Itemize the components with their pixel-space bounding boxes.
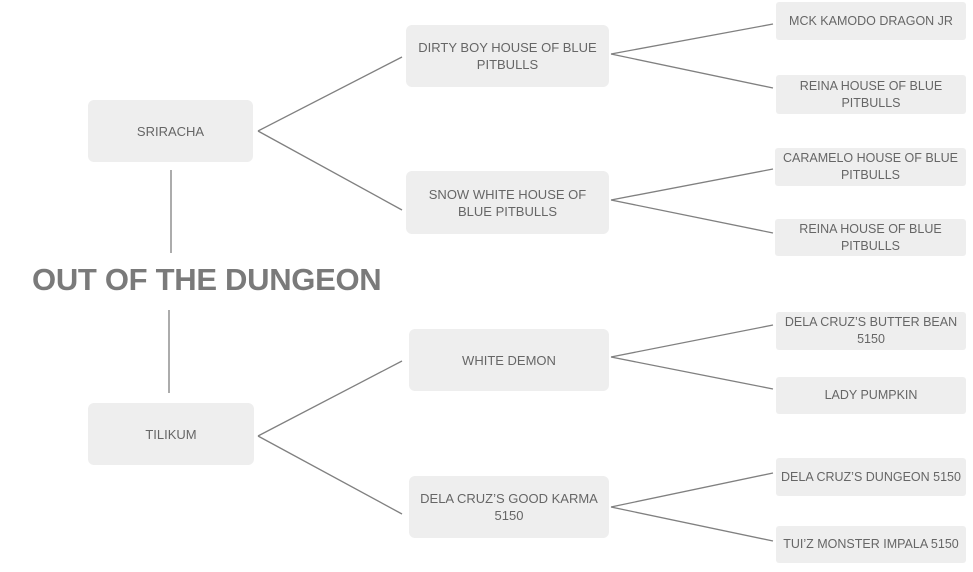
connector-gp4 <box>610 199 774 234</box>
connector-gp7 <box>610 472 774 508</box>
connector-gp2 <box>610 53 774 89</box>
connector-dam-to-dam-sire <box>257 360 403 437</box>
connector-gp6 <box>610 356 774 390</box>
connector-gp1 <box>610 23 774 55</box>
sire-dam-dam-node: REINA HOUSE OF BLUE PITBULLS <box>775 219 966 256</box>
connector-dam-to-dam-dam <box>257 435 403 515</box>
sire-node: SRIRACHA <box>88 100 253 162</box>
dam-dam-dam-node: TUI’Z MONSTER IMPALA 5150 <box>776 526 966 563</box>
dam-sire-node: WHITE DEMON <box>409 329 609 391</box>
sire-sire-node: DIRTY BOY HOUSE OF BLUE PITBULLS <box>406 25 609 87</box>
dam-node: TILIKUM <box>88 403 254 465</box>
connector-gp8 <box>610 506 774 542</box>
sire-dam-node: SNOW WHITE HOUSE OF BLUE PITBULLS <box>406 171 609 234</box>
connector-sire-to-sire-dam <box>257 130 403 211</box>
connector-gp5 <box>610 324 774 358</box>
dam-sire-dam-node: LADY PUMPKIN <box>776 377 966 414</box>
connector-gp3 <box>610 168 774 201</box>
dam-dam-node: DELA CRUZ’S GOOD KARMA 5150 <box>409 476 609 538</box>
sire-sire-dam-node: REINA HOUSE OF BLUE PITBULLS <box>776 75 966 114</box>
dam-sire-sire-node: DELA CRUZ’S BUTTER BEAN 5150 <box>776 312 966 350</box>
sire-sire-sire-node: MCK KAMODO DRAGON JR <box>776 2 966 40</box>
sire-dam-sire-node: CARAMELO HOUSE OF BLUE PITBULLS <box>775 148 966 186</box>
pedigree-title: OUT OF THE DUNGEON <box>32 262 382 297</box>
connector-sire-to-sire-sire <box>257 56 403 132</box>
dam-dam-sire-node: DELA CRUZ’S DUNGEON 5150 <box>776 458 966 496</box>
